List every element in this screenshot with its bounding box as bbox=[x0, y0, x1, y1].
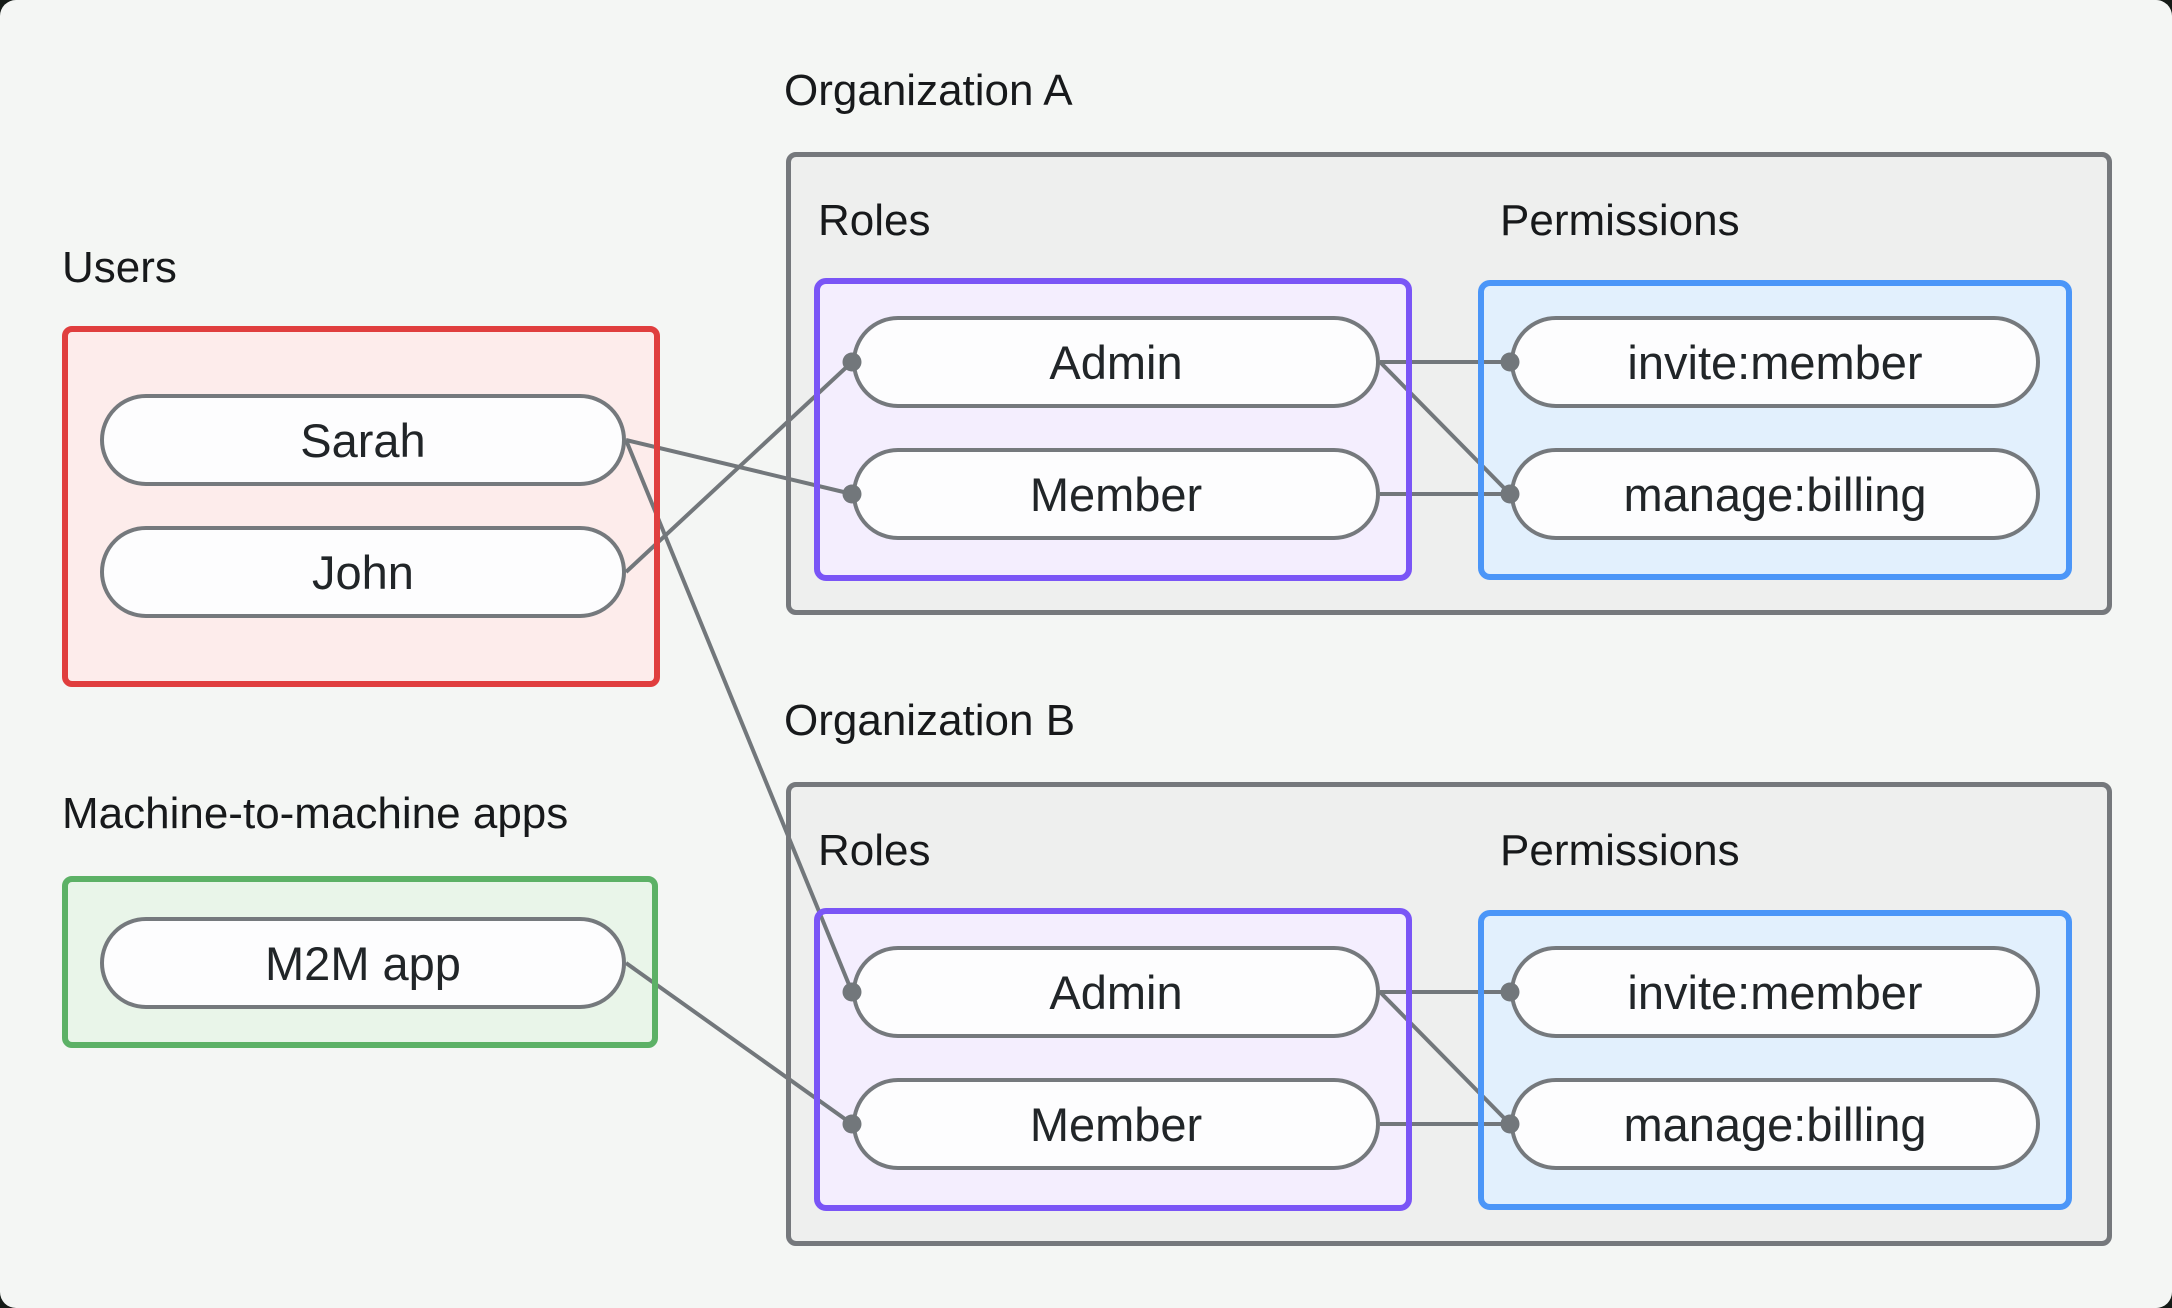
org-a-permissions-box-border bbox=[1478, 280, 2072, 580]
org-a-roles-box-border bbox=[814, 278, 1412, 581]
dot-orga-manage bbox=[1500, 484, 1520, 504]
org-b-permissions-label: Permissions bbox=[1500, 826, 1740, 875]
edge-orgb-admin-to-manage bbox=[1378, 990, 1512, 1126]
org-a-role-admin-label: Admin bbox=[1049, 335, 1183, 389]
edge-orga-admin-to-manage bbox=[1378, 360, 1512, 496]
m2m-app-pill-label: M2M app bbox=[265, 936, 461, 990]
org-b-permission-manage-billing-label: manage:billing bbox=[1623, 1097, 1927, 1151]
user-pill-sarah-label: Sarah bbox=[300, 413, 426, 467]
users-group-label: Users bbox=[62, 243, 177, 292]
user-pill-john-label: John bbox=[312, 545, 414, 599]
org-a-permission-invite-member-label: invite:member bbox=[1627, 335, 1923, 389]
org-b-box-border bbox=[786, 782, 2112, 1246]
dot-orga-invite bbox=[1500, 352, 1520, 372]
org-b-role-pill-admin: Admin bbox=[852, 946, 1380, 1038]
org-a-role-pill-member: Member bbox=[852, 448, 1380, 540]
org-a-permissions-label: Permissions bbox=[1500, 196, 1740, 245]
user-pill-sarah: Sarah bbox=[100, 394, 626, 486]
users-group-border bbox=[62, 326, 660, 687]
org-a-role-member-label: Member bbox=[1029, 467, 1203, 521]
org-b-roles-label: Roles bbox=[818, 826, 931, 875]
m2m-group-border bbox=[62, 876, 658, 1048]
dot-orgb-invite bbox=[1500, 982, 1520, 1002]
dot-orgb-member bbox=[842, 1114, 862, 1134]
org-b-roles-box-border bbox=[814, 908, 1412, 1211]
dot-orgb-admin bbox=[842, 982, 862, 1002]
org-b-label: Organization B bbox=[784, 696, 1076, 745]
org-b-permission-pill-invite-member: invite:member bbox=[1510, 946, 2040, 1038]
org-a-permission-manage-billing-label: manage:billing bbox=[1623, 467, 1927, 521]
org-b-permission-invite-member-label: invite:member bbox=[1627, 965, 1923, 1019]
org-a-roles-label: Roles bbox=[818, 196, 931, 245]
org-b-role-pill-member: Member bbox=[852, 1078, 1380, 1170]
dot-orga-member bbox=[842, 484, 862, 504]
dot-orga-admin bbox=[842, 352, 862, 372]
org-a-box-border bbox=[786, 152, 2112, 615]
user-pill-john: John bbox=[100, 526, 626, 618]
org-a-label: Organization A bbox=[784, 66, 1073, 115]
org-a-role-pill-admin: Admin bbox=[852, 316, 1380, 408]
org-b-role-admin-label: Admin bbox=[1049, 965, 1183, 1019]
m2m-app-pill: M2M app bbox=[100, 917, 626, 1009]
users-group-fill bbox=[62, 326, 660, 687]
org-a-permission-pill-invite-member: invite:member bbox=[1510, 316, 2040, 408]
edge-sarah-to-orgb-admin bbox=[624, 439, 854, 993]
org-a-permission-pill-manage-billing: manage:billing bbox=[1510, 448, 2040, 540]
org-b-permission-pill-manage-billing: manage:billing bbox=[1510, 1078, 2040, 1170]
org-b-role-member-label: Member bbox=[1029, 1097, 1203, 1151]
dot-orgb-manage bbox=[1500, 1114, 1520, 1134]
org-b-permissions-box-border bbox=[1478, 910, 2072, 1210]
m2m-group-label: Machine-to-machine apps bbox=[62, 789, 569, 838]
